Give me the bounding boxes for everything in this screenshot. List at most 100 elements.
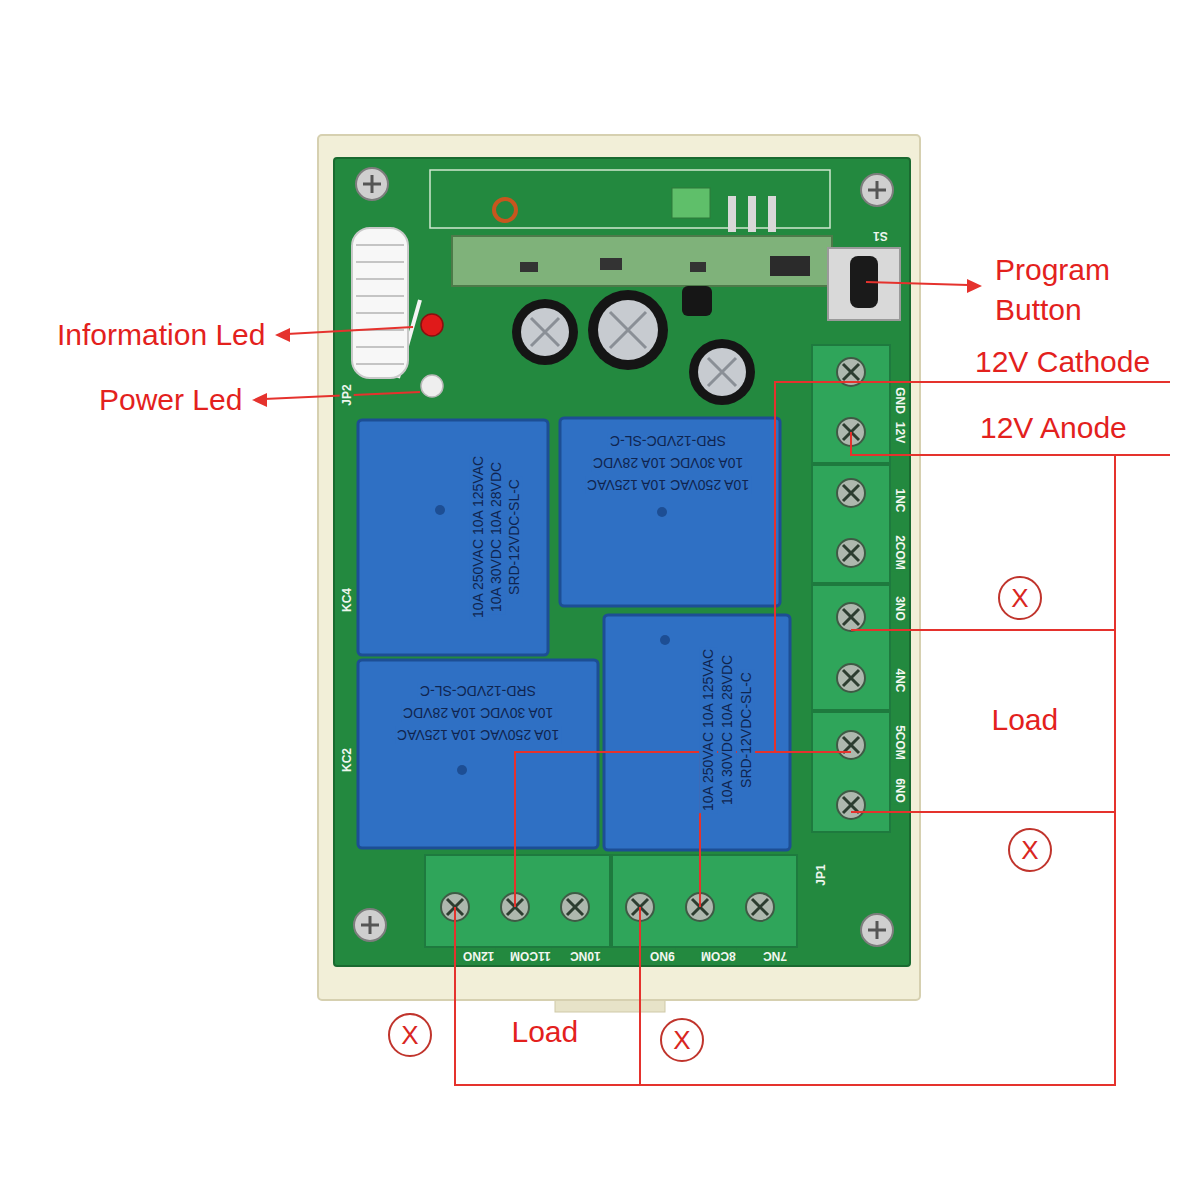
relay-body <box>560 418 780 606</box>
wiring <box>455 382 1170 1085</box>
relay-model: SRD-12VDC-SL-C <box>608 432 728 450</box>
antenna-turns <box>356 245 404 364</box>
pcb-board <box>334 158 910 966</box>
corner-screw <box>354 909 386 941</box>
mark-text: X <box>1011 584 1028 612</box>
relay-rating: 10A 30VDC 10A 28VDC <box>591 454 745 472</box>
cathode-wire <box>775 382 1170 752</box>
header-pin <box>728 196 736 232</box>
terminal-pin-name: 1NC <box>892 487 907 513</box>
silkscreen-ref: KC2 <box>340 747 354 773</box>
mark-text: X <box>401 1021 418 1049</box>
header-pin <box>768 196 776 232</box>
relay-model: SRD-12VDC-SL-C <box>505 477 523 597</box>
common-wire <box>515 752 851 907</box>
relay-dot <box>657 507 667 517</box>
terminal-pin-name: 5COM <box>891 724 906 761</box>
relay-model: SRD-12VDC-SL-C <box>737 670 755 790</box>
silkscreen-ref: KC4 <box>340 587 354 613</box>
terminal-screw <box>837 731 865 759</box>
receiver-module <box>452 236 832 286</box>
terminal-pin-name: 9NO <box>649 948 676 963</box>
circled-mark: X <box>660 1018 704 1062</box>
chip <box>770 256 810 276</box>
corner-screw <box>861 914 893 946</box>
leader-line <box>866 282 968 285</box>
relay-rating: 10A 250VAC 10A 125VAC <box>699 647 717 813</box>
capacitor <box>512 299 578 365</box>
circled-mark: X <box>1008 828 1052 872</box>
terminal-pin-name: 3NO <box>891 595 906 622</box>
capacitor-top <box>698 348 746 396</box>
relay-rating: 10A 250VAC 10A 125VAC <box>469 454 487 620</box>
relay-rating: 10A 250VAC 10A 125VAC <box>585 476 751 494</box>
inductor-coil <box>494 199 516 221</box>
leader-line <box>287 327 413 334</box>
relay-dot <box>435 505 445 515</box>
terminal-pin-name: 4NC <box>892 667 907 693</box>
callout-label: 12V Cathode <box>975 345 1150 379</box>
silkscreen-ref: S1 <box>872 229 889 243</box>
smd-part <box>690 262 706 272</box>
terminal-screw <box>561 893 589 921</box>
load-wire <box>639 907 641 1085</box>
callout-label: Power Led <box>99 383 242 417</box>
terminal-block <box>812 712 890 832</box>
silkscreen-ref: JP2 <box>339 383 353 406</box>
arrow-head <box>967 279 982 293</box>
relay-body <box>604 615 790 850</box>
relay-dot <box>660 635 670 645</box>
arrow-head <box>252 393 267 407</box>
load-wire <box>851 629 1115 631</box>
relay-body <box>358 660 598 848</box>
transistor <box>682 286 712 316</box>
relay-rating: 10A 30VDC 10A 28VDC <box>718 653 736 807</box>
callout-label: Program Button <box>995 250 1155 330</box>
capacitor-top <box>598 300 658 360</box>
load-label: Load <box>992 703 1059 737</box>
information-led <box>421 314 443 336</box>
terminal-pin-name: 6NO <box>891 777 906 804</box>
terminal-screw <box>746 893 774 921</box>
terminal-screw <box>837 791 865 819</box>
load-label: Load <box>512 1015 579 1049</box>
capacitor-vent <box>708 358 736 386</box>
power-led <box>421 375 443 397</box>
antenna-coil <box>352 228 408 378</box>
relay-rating: 10A 30VDC 10A 28VDC <box>401 704 555 722</box>
housing <box>318 135 920 1000</box>
terminal-screw <box>837 664 865 692</box>
smd-part <box>520 262 538 272</box>
terminal-block <box>425 855 610 947</box>
terminal-pin-name: 11COM <box>509 948 552 963</box>
callout-label: 12V Anode <box>980 411 1127 445</box>
relay-rating: 10A 30VDC 10A 28VDC <box>487 460 505 614</box>
corner-screw <box>861 174 893 206</box>
terminal-pin-name: 12V <box>892 420 907 443</box>
relay-model: SRD-12VDC-SL-C <box>418 682 538 700</box>
capacitor-vent <box>531 318 559 346</box>
capacitor <box>588 290 668 370</box>
button-base <box>828 248 900 320</box>
terminal-block <box>812 465 890 583</box>
load-wire <box>851 811 1115 813</box>
terminal-pin-name: 8COM <box>700 948 737 963</box>
anode-wire <box>455 455 1115 1085</box>
terminal-pin-name: 10NC <box>569 948 602 963</box>
header-pin <box>748 196 756 232</box>
circled-mark: X <box>998 576 1042 620</box>
smd-part <box>600 258 622 270</box>
silkscreen-ref: JP1 <box>813 863 827 886</box>
terminal-pin-name: 7NC <box>762 948 788 963</box>
mark-text: X <box>1021 836 1038 864</box>
relay-rating: 10A 250VAC 10A 125VAC <box>395 726 561 744</box>
capacitor <box>689 339 755 405</box>
circled-mark: X <box>388 1013 432 1057</box>
terminal-pin-name: GND <box>891 386 906 415</box>
terminal-screw <box>837 539 865 567</box>
trimmer-part <box>672 188 710 218</box>
terminal-pin-name: 12NO <box>462 948 495 963</box>
capacitor-vent <box>610 312 646 348</box>
terminal-screw <box>837 479 865 507</box>
